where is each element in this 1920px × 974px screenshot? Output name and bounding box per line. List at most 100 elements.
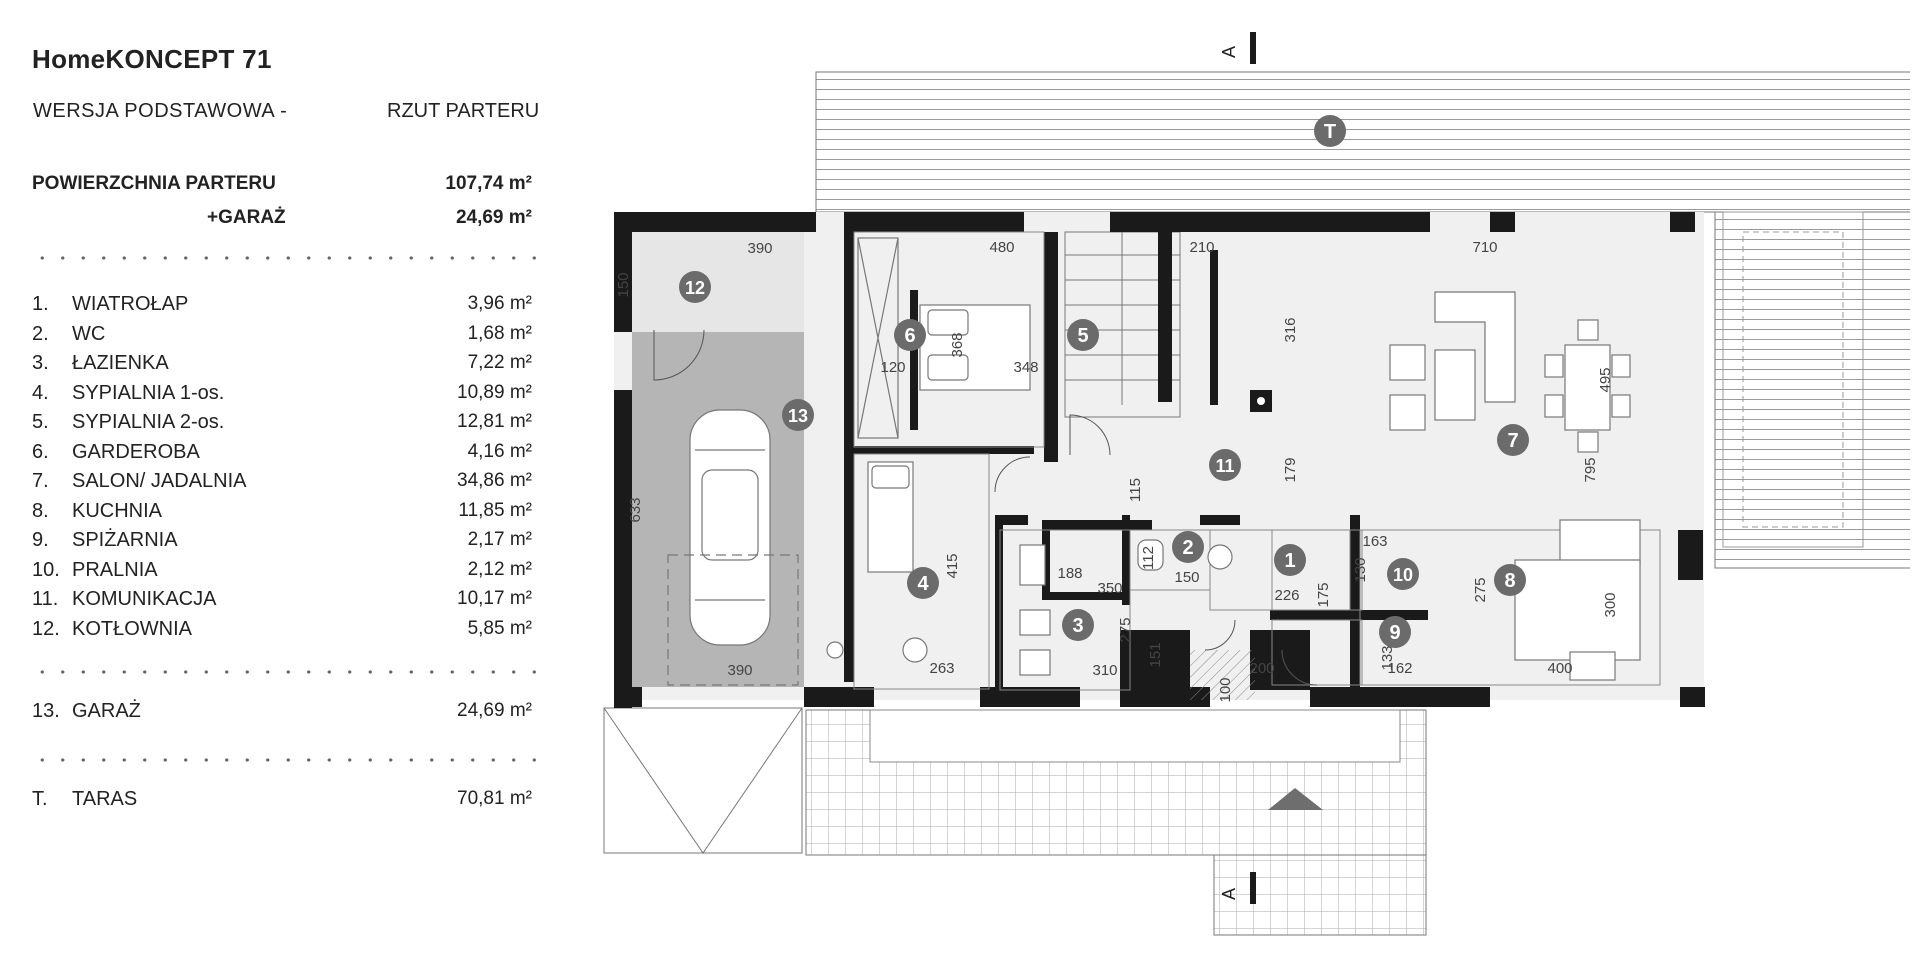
svg-text:13: 13: [788, 406, 808, 426]
dimension-label: 163: [1362, 533, 1387, 550]
dimension-label: 480: [989, 239, 1014, 256]
room-area: 12,81 m²: [457, 411, 532, 432]
room-row: 5.SYPIALNIA 2-os.12,81 m²: [32, 411, 532, 439]
room-num: 12.: [32, 617, 60, 640]
room-name: SYPIALNIA 1-os.: [72, 381, 225, 404]
room-badge: 10: [1387, 558, 1419, 590]
dimension-label: 226: [1274, 587, 1299, 604]
dimension-label: 710: [1472, 239, 1497, 256]
svg-text:2: 2: [1182, 537, 1193, 559]
dotted-divider: [32, 256, 542, 260]
dimension-label: 368: [949, 332, 966, 357]
room-row: 10. PRALNIA 2,12 m²: [32, 559, 532, 587]
entrance-arrow-icon: [1268, 788, 1323, 810]
room-badge: 11: [1209, 449, 1241, 481]
dimension-label: 275: [1117, 617, 1134, 642]
room-row: 3. ŁAZIENKA 7,22 m²: [32, 352, 532, 380]
room-name: WC: [72, 322, 106, 345]
dining-table: [1564, 344, 1611, 431]
dimension-label: 316: [1282, 317, 1299, 342]
garage-area-value: 24,69 m²: [455, 207, 532, 228]
dimension-label: 495: [1597, 367, 1614, 392]
room-badge: 6: [894, 319, 926, 351]
svg-text:10: 10: [1393, 565, 1413, 585]
room-area: 7,22 m²: [467, 352, 532, 373]
sink: [1569, 651, 1616, 681]
dimension-label: 310: [1092, 662, 1117, 679]
legend-panel: HomeKONCEPT 71 WERSJA PODSTAWOWA - RZUT …: [32, 0, 542, 974]
room-area: 4,16 m²: [467, 440, 532, 462]
dimension-label: 210: [1189, 239, 1214, 256]
room-badge: 9: [1379, 616, 1411, 648]
dimension-label: 175: [1315, 582, 1332, 607]
svg-text:12: 12: [685, 278, 705, 298]
room-badge: 12: [679, 271, 711, 303]
dimension-label: 162: [1387, 660, 1412, 677]
dimension-label: 151: [1147, 642, 1164, 667]
garage-num: 13.: [32, 700, 60, 722]
room-area: 10,17 m²: [457, 588, 532, 609]
room-badge: 8: [1494, 564, 1526, 596]
terrace-row: T. TARAS 70,81 m²: [32, 788, 532, 816]
room-num: 6.: [32, 440, 49, 463]
dimension-label: 179: [1282, 457, 1299, 482]
room-row: 4.SYPIALNIA 1-os.10,89 m²: [32, 382, 532, 410]
room-badge: 13: [782, 399, 814, 431]
room-badge: 5: [1067, 319, 1099, 351]
room-num: 9.: [32, 529, 49, 551]
dimension-label: 300: [1602, 592, 1619, 617]
room-area: 5,85 m²: [467, 617, 532, 639]
room-num: 10.: [32, 558, 60, 581]
entrance-hatch: [1190, 650, 1255, 700]
dimension-label: 120: [880, 359, 905, 376]
room-num: 11.: [32, 588, 59, 610]
floor-plan: A A 390150633390480368120348210710316495…: [603, 32, 1910, 936]
garage-row: 13. GARAŻ 24,69 m²: [32, 700, 532, 728]
section-mark-bottom: A: [1219, 888, 1239, 900]
terrace-top: [815, 71, 1910, 569]
room-badge: 4: [907, 567, 939, 599]
room-name: KOTŁOWNIA: [72, 617, 193, 640]
dimension-label: 200: [1249, 660, 1274, 677]
terrace-area: 70,81 m²: [457, 788, 532, 809]
dimension-label: 263: [929, 660, 954, 677]
room-area: 2,12 m²: [467, 558, 532, 580]
room-area: 11,85 m²: [458, 499, 532, 521]
room-area: 1,68 m²: [467, 322, 532, 344]
dimension-label: 390: [727, 662, 752, 679]
room-name: ŁAZIENKA: [72, 352, 169, 374]
garage-area-label: +GARAŻ: [207, 207, 286, 228]
room-num: 3.: [32, 352, 49, 374]
dimension-label: 133: [1379, 645, 1396, 670]
doors: [653, 329, 1318, 686]
svg-text:1: 1: [1284, 550, 1295, 572]
room-area: 34,86 m²: [457, 470, 532, 491]
terrace-name: TARAS: [72, 788, 138, 810]
room-name: WIATROŁAP: [72, 293, 189, 315]
room-area: 10,89 m²: [457, 381, 532, 403]
dimension-label: 112: [1140, 546, 1157, 570]
room-area: 3,96 m²: [467, 293, 532, 314]
room-badge: 7: [1497, 424, 1529, 456]
svg-text:4: 4: [917, 573, 929, 595]
room-area: 2,17 m²: [467, 529, 532, 550]
room-lines: [853, 231, 1661, 691]
furniture: [667, 237, 1641, 686]
svg-text:11: 11: [1215, 456, 1234, 476]
dimension-label: 415: [944, 553, 961, 578]
room-name: SALON/ JADALNIA: [72, 470, 247, 492]
room-badge: 3: [1062, 609, 1094, 641]
room-badge: T: [1314, 115, 1346, 147]
room-name: SPIŻARNIA: [72, 529, 178, 551]
room-name: SYPIALNIA 2-os.: [72, 411, 225, 433]
garage-area: 24,69 m²: [457, 700, 532, 721]
room-badge: 2: [1172, 531, 1204, 563]
room-name: PRALNIA: [72, 558, 158, 581]
dotted-divider: [32, 670, 542, 674]
svg-text:3: 3: [1072, 615, 1083, 637]
svg-text:5: 5: [1077, 325, 1088, 347]
